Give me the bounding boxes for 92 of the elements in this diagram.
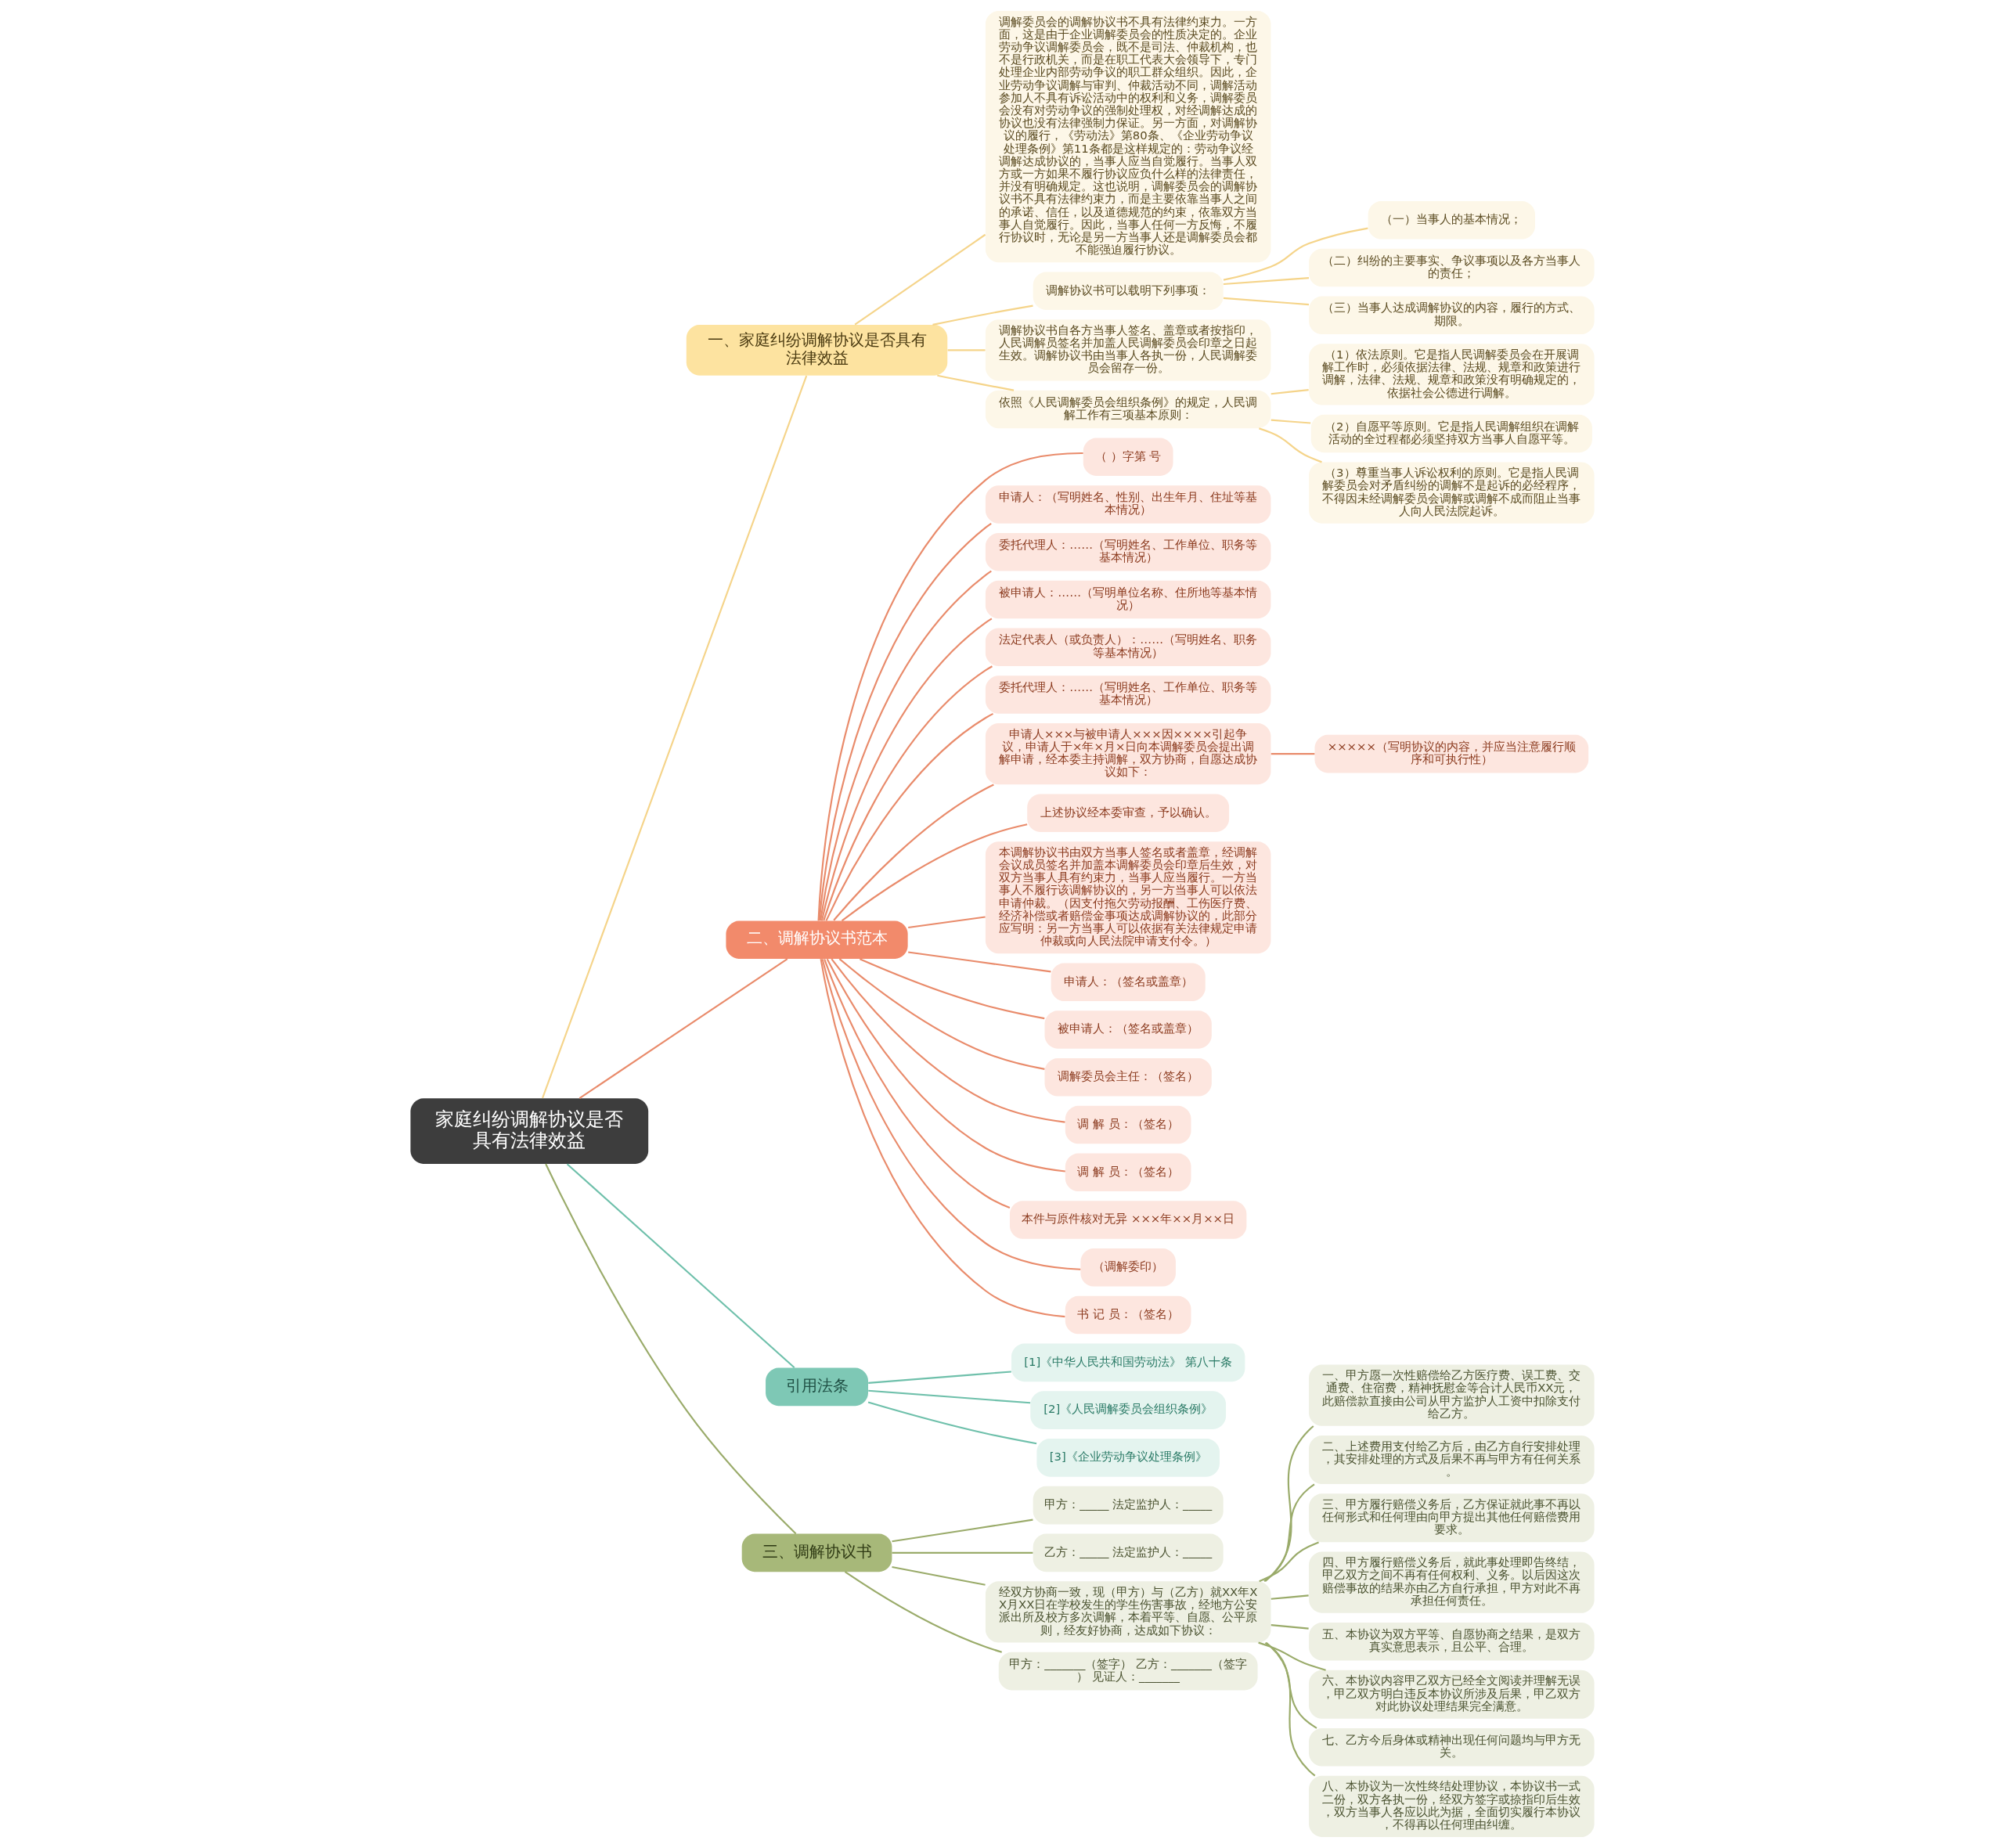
node-box: 法定代表人（或负责人）：……（写明姓名、职务等基本情况） (985, 628, 1271, 667)
node-box: （3）尊重当事人诉讼权利的原则。它是指人民调解委员会对矛盾纠纷的调解不是起诉的必经程序，不得因未经调解委员会调解或调解不成而阻止当事人向人民法院起诉。 (1308, 462, 1595, 524)
connector (817, 452, 1083, 921)
node-box: 乙方：_____ 法定监护人：_____ (1033, 1533, 1224, 1572)
node-box: 五、本协议为双方平等、自愿协商之结果，是双方真实意思表示，且公平、合理。 (1308, 1622, 1595, 1661)
node-box: [3]《企业劳动争议处理条例》 (1036, 1439, 1220, 1477)
node-box: 申请人×××与被申请人×××因××××引起争议，申请人于×年×月×日向本调解委员会提出调解申请，经本委主持调解，双方协商，自愿达成协议如下： (985, 722, 1271, 785)
connector (544, 1163, 796, 1535)
node-box: 被申请人：……（写明单位名称、住所地等基本情况） (985, 580, 1271, 619)
connector (823, 959, 1010, 1209)
connector (1223, 297, 1309, 306)
connector (867, 1401, 1036, 1445)
node-box: 四、甲方履行赔偿义务后，就此事处理即告终结，甲乙双方之间不再有任何权利、义务。以后因这次赔偿事故的结果亦由乙方自行承担，甲方对此不再承担任何责任。 (1308, 1551, 1595, 1613)
connector (867, 1389, 1030, 1404)
connector (907, 951, 1051, 973)
node-box: （2）自愿平等原则。它是指人民调解组织在调解活动的全过程都必须坚持双方当事人自愿平等。 (1310, 414, 1592, 453)
node-box: 书 记 员：（签名） (1065, 1295, 1191, 1335)
node-box: （二）纠纷的主要事实、争议事项以及各方当事人的责任； (1308, 248, 1595, 287)
connector (891, 1518, 1033, 1543)
connector (854, 233, 986, 326)
connector (578, 958, 788, 1099)
node-box: 三、甲方履行赔偿义务后，乙方保证就此事不再以任何形式和任何理由向甲方提出其他任何赔偿费用要求。 (1308, 1493, 1595, 1543)
node-box: 二、上述费用支付给乙方后，由乙方自行安排处理，其安排处理的方式及后果不再与甲方有任何关系。 (1308, 1436, 1595, 1485)
connector (1271, 419, 1310, 424)
node-box: 二、调解协议书范本 (725, 920, 908, 960)
connector (844, 1571, 1002, 1653)
node-box: 被申请人：（签名或盖章） (1044, 1010, 1212, 1049)
node-box: 申请人：（写明姓名、性别、出生年月、住址等基本情况） (985, 485, 1271, 524)
connector (1223, 277, 1309, 286)
node-box: 八、本协议为一次性终结处理协议，本协议书一式二份，双方各执一份，经双方签字或捺指印后生效，双方当事人各应以此为据，全面切实履行本协议，不得再以任何理由纠缠。 (1308, 1775, 1595, 1838)
connector (1257, 1641, 1326, 1671)
connector (1271, 1594, 1309, 1600)
connector (1271, 1624, 1309, 1630)
node-box: 委托代理人：……（写明姓名、工作单位、职务等基本情况） (985, 675, 1271, 714)
node-box: 甲方：_____ 法定监护人：_____ (1033, 1486, 1224, 1525)
connector (1263, 1483, 1315, 1582)
connector (1258, 427, 1322, 463)
node-box: 三、调解协议书 (741, 1533, 892, 1572)
node-box: 本调解协议书由双方当事人签名或者盖章，经调解会议成员签名并加盖本调解委员会印章后生效，对双方当事人具有约束力，当事人应当履行。一方当事人不履行该调解协议的，另一方当事人可以依法申请仲裁。（因支付拖欠劳动报酬、工伤医疗费、经济补偿或者赔偿金事项达成调解协议的，此部分应写明：另一方当事人可以依据有关法律规定申请仲裁或向人民法院申请支付令。） (985, 841, 1271, 954)
connector (824, 712, 993, 921)
node-box: 一、家庭纠纷调解协议是否具有法律效益 (686, 324, 947, 376)
connector (838, 958, 1045, 1070)
node-box: 经双方协商一致，现（甲方）与（乙方）就XX年XX月XX日在学校发生的学生伤害事故，经地方公安派出所及校方多次调解，本着平等、自愿、公平原则，经友好协商，达成如下协议： (985, 1581, 1271, 1643)
connector (1271, 389, 1309, 395)
connector (822, 665, 993, 921)
connector (841, 823, 1027, 922)
node-box: 委托代理人：……（写明姓名、工作单位、职务等基本情况） (985, 532, 1271, 571)
connector (932, 304, 1033, 326)
node-box: 家庭纠纷调解协议是否具有法律效益 (409, 1098, 648, 1164)
connector (1258, 1541, 1319, 1583)
connector (826, 958, 1065, 1173)
connector (820, 958, 1080, 1270)
node-box: （一）当事人的基本情况； (1368, 201, 1535, 240)
connector (947, 349, 986, 351)
node-box: 申请人：（签名或盖章） (1051, 963, 1206, 1002)
connector (820, 958, 1065, 1318)
connector (936, 374, 1014, 391)
connector (1265, 1642, 1315, 1777)
node-box: ×××××（写明协议的内容，并应当注意履行顺序和可执行性） (1314, 734, 1588, 773)
node-box: （三）当事人达成调解协议的内容，履行的方式、期限。 (1308, 296, 1595, 335)
connector (830, 958, 1065, 1123)
node-box: 调解协议书自各方当事人签名、盖章或者按指印，人民调解员签名并加盖人民调解委员会印章之日起生效。调解协议书由当事人各执一份，人民调解委员会留存一份。 (985, 319, 1271, 381)
node-box: （1）依法原则。它是指人民调解委员会在开展调解工作时，必须依据法律、法规、规章和政策进行调解，法律、法规、规章和政策没有明确规定的，依据社会公德进行调解。 (1308, 344, 1595, 405)
node-box: 调 解 员：（签名） (1065, 1105, 1191, 1144)
node-box: 上述协议经本委审查，予以确认。 (1026, 794, 1229, 833)
node-box: 调解委员会主任：（签名） (1044, 1057, 1212, 1097)
connector (566, 1163, 795, 1369)
connector (1271, 753, 1314, 755)
node-box: 七、乙方今后身体或精神出现任何问题均与甲方无关。 (1308, 1728, 1595, 1767)
node-box: 本件与原件核对无异 ×××年××月××日 (1009, 1201, 1246, 1239)
connector (859, 958, 1044, 1020)
node-box: 一、甲方愿一次性赔偿给乙方医疗费、误工费、交通费、住宿费，精神抚慰金等合计人民币XX元，此赔偿款直接由公司从甲方监护人工资中扣除支付给乙方。 (1308, 1364, 1595, 1426)
node-box: [1]《中华人民共和国劳动法》 第八十条 (1011, 1343, 1245, 1382)
node-box: 依照《人民调解委员会组织条例》的规定，人民调解工作有三项基本原则： (985, 390, 1271, 429)
node-box: 六、本协议内容甲乙双方已经全文阅读并理解无误，甲乙双方明白违反本协议所涉及后果，甲乙双方对此协议处理结果完全满意。 (1308, 1670, 1595, 1719)
node-box: 调解委员会的调解协议书不具有法律约束力。一方面，这是由于企业调解委员会的性质决定的。企业劳动争议调解委员会，既不是司法、仲裁机构，也不是行政机关，而是在职工代表大会领导下，专门处理企业内部劳动争议的职工群众组织。因此，企业劳动争议调解与审判、仲裁活动不同，调解活动参加人不具有诉讼活动中的权利和义务，调解委员会没有对劳动争议的强制处理权，对经调解达成的协议也没有法律强制力保证。另一方面，对调解协议的履行，《劳动法》第80条、《企业劳动争议处理条例》第11条都是这样规定的：劳动争议经调解达成协议的，当事人应当自觉履行。当事人双方或一方如果不履行协议应负什么样的法律责任，并没有明确规定。这也说明，调解委员会的调解协议书不具有法律约束力，而是主要依靠当事人之间的承诺、信任，以及道德规范的约束，依靠双方当事人自觉履行。因此，当事人任何一方反悔，不履行协议时，无论是另一方当事人还是调解委员会都不能强迫履行协议。 (985, 10, 1271, 263)
connector (891, 1565, 986, 1586)
connector (832, 784, 994, 921)
node-box: [2]《人民调解委员会组织条例》 (1029, 1391, 1226, 1429)
connector (541, 375, 807, 1099)
node-box: （调解委印） (1079, 1248, 1176, 1287)
node-box: 调解协议书可以载明下列事项： (1033, 272, 1224, 311)
node-box: 调 解 员：（签名） (1065, 1153, 1191, 1192)
node-box: （ ）字第 号 (1083, 438, 1173, 476)
connector (892, 1551, 1033, 1554)
connector (907, 916, 986, 929)
connector (1223, 227, 1368, 281)
connector (1264, 1641, 1317, 1729)
connector (1264, 1425, 1314, 1582)
connector (867, 1371, 1011, 1384)
node-box: 引用法条 (765, 1367, 868, 1407)
node-box: 甲方：_______（签字） 乙方：_______（签字） 见证人：_______ (998, 1652, 1258, 1691)
